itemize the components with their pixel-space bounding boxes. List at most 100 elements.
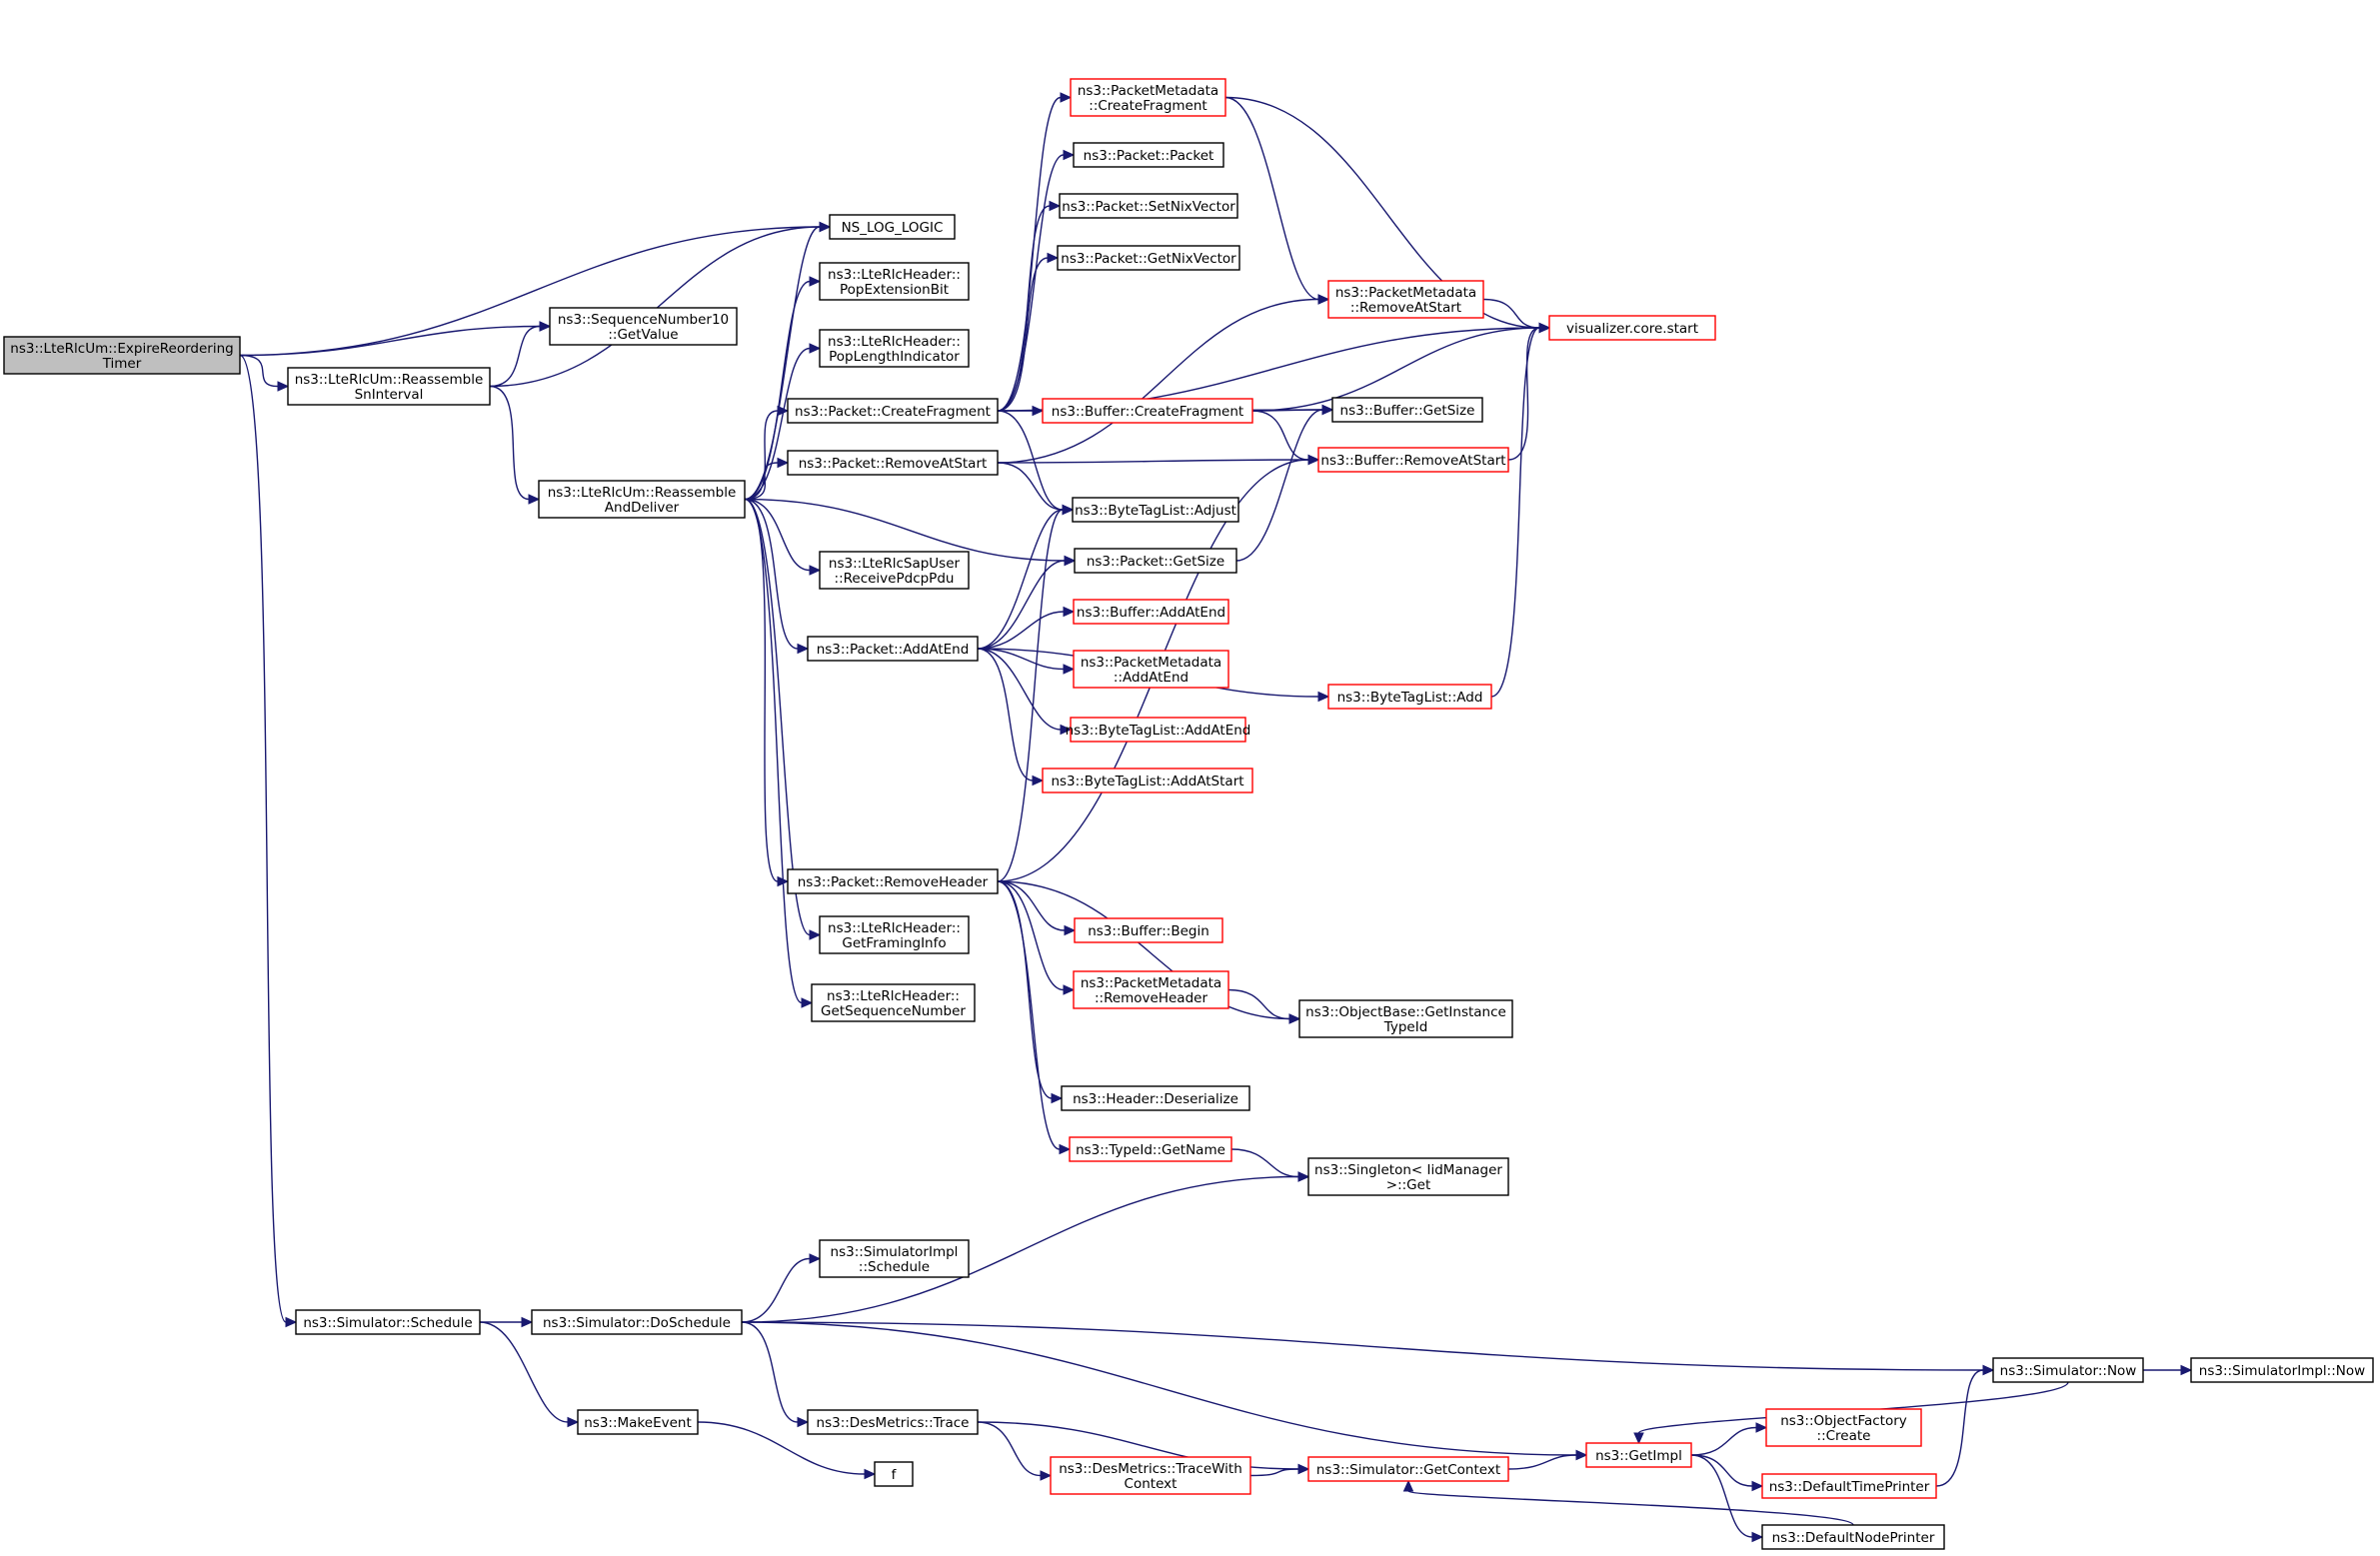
node-default-node-printer[interactable]: ns3::DefaultNodePrinter [1761,1524,1945,1550]
node-buf-get-size[interactable]: ns3::Buffer::GetSize [1331,397,1483,423]
call-edge [997,252,1060,412]
node-f-node[interactable]: f [874,1461,914,1487]
call-edge [1227,988,1301,1024]
call-edge [1690,1454,1764,1492]
call-edge [239,354,290,392]
node-schedule[interactable]: ns3::Simulator::Schedule [295,1309,481,1335]
node-pm-create-frag[interactable]: ns3::PacketMetadata::CreateFragment [1070,78,1226,117]
call-edge [1251,410,1320,466]
node-pkt-set-nix[interactable]: ns3::Packet::SetNixVector [1059,193,1238,219]
node-simimpl-schedule[interactable]: ns3::SimulatorImpl::Schedule [819,1239,970,1278]
node-get-impl[interactable]: ns3::GetImpl [1585,1442,1692,1468]
call-edge [744,498,822,576]
node-label: ns3::Header::Deserialize [1073,1091,1238,1107]
node-header-deserialize[interactable]: ns3::Header::Deserialize [1061,1085,1250,1111]
node-label: ns3::PacketMetadata [1335,285,1476,301]
node-default-time-printer[interactable]: ns3::DefaultTimePrinter [1761,1473,1937,1499]
node-pkt-add-at-end[interactable]: ns3::Packet::AddAtEnd [807,636,979,662]
call-edge [977,648,1073,736]
node-pkt-packet[interactable]: ns3::Packet::Packet [1073,142,1224,168]
node-sim-now[interactable]: ns3::Simulator::Now [1992,1357,2144,1383]
node-btl-add-at-end[interactable]: ns3::ByteTagList::AddAtEnd [1066,717,1251,743]
node-label: ::RemoveAtStart [1350,300,1461,316]
node-label: ::RemoveHeader [1095,990,1207,1006]
node-buf-remove-at-start[interactable]: ns3::Buffer::RemoveAtStart [1317,447,1509,473]
node-buf-add-at-end[interactable]: ns3::Buffer::AddAtEnd [1073,599,1229,625]
call-edge [997,294,1330,464]
node-do-schedule[interactable]: ns3::Simulator::DoSchedule [531,1309,743,1335]
node-btl-adjust[interactable]: ns3::ByteTagList::Adjust [1072,497,1239,523]
call-edge [744,405,790,501]
call-edge [744,498,822,940]
node-label: TypeId [1383,1019,1428,1035]
node-ns-log-logic[interactable]: NS_LOG_LOGIC [829,214,956,240]
node-label: ns3::LteRlcUm::Reassemble [548,485,737,501]
call-edge [744,221,832,501]
node-of-create[interactable]: ns3::ObjectFactory::Create [1765,1408,1922,1447]
node-label: ns3::ObjectFactory [1780,1413,1907,1429]
node-singleton-get[interactable]: ns3::Singleton< IidManager>::Get [1307,1157,1509,1196]
node-label: ns3::TypeId::GetName [1076,1142,1225,1158]
node-pop-len-ind[interactable]: ns3::LteRlcHeader::PopLengthIndicator [819,329,970,368]
call-edge [741,1321,1995,1376]
node-typeid-getname[interactable]: ns3::TypeId::GetName [1069,1136,1232,1162]
node-label: ns3::ByteTagList::Adjust [1075,503,1236,519]
node-label: PopExtensionBit [840,282,949,298]
node-pkt-create-frag[interactable]: ns3::Packet::CreateFragment [787,398,999,424]
call-edge [977,1421,1053,1481]
node-label: ns3::PacketMetadata [1081,655,1221,671]
node-seq-getvalue[interactable]: ns3::SequenceNumber10::GetValue [549,307,738,346]
call-edge [239,221,832,357]
node-label: f [892,1467,898,1483]
node-label: ns3::Packet::GetSize [1087,554,1224,570]
call-edge [744,498,814,1008]
node-label: visualizer.core.start [1566,321,1698,337]
node-pop-ext-bit[interactable]: ns3::LteRlcHeader::PopExtensionBit [819,262,970,301]
node-label: NS_LOG_LOGIC [842,220,944,236]
node-simimpl-now[interactable]: ns3::SimulatorImpl::Now [2190,1357,2374,1383]
node-label: ::ReceivePdcpPdu [835,571,955,587]
node-buf-create-frag[interactable]: ns3::Buffer::CreateFragment [1042,398,1253,424]
node-label: ns3::Packet::RemoveHeader [798,874,989,890]
node-pkt-remove-at-start[interactable]: ns3::Packet::RemoveAtStart [787,450,999,476]
node-viz-start[interactable]: visualizer.core.start [1548,315,1716,341]
call-edge [1690,1454,1764,1543]
call-edge [744,457,790,501]
call-edge [977,606,1076,650]
node-pm-remove-header[interactable]: ns3::PacketMetadata::RemoveHeader [1073,970,1229,1009]
node-get-framing-info[interactable]: ns3::LteRlcHeader::GetFramingInfo [819,915,970,954]
call-edge [744,276,822,501]
node-pkt-get-size[interactable]: ns3::Packet::GetSize [1074,548,1237,574]
node-btl-add-at-start[interactable]: ns3::ByteTagList::AddAtStart [1042,768,1253,793]
node-make-event[interactable]: ns3::MakeEvent [577,1409,699,1435]
node-pkt-remove-header[interactable]: ns3::Packet::RemoveHeader [787,868,999,894]
node-get-seq-number[interactable]: ns3::LteRlcHeader::GetSequenceNumber [811,983,976,1022]
node-des-trace[interactable]: ns3::DesMetrics::Trace [807,1409,979,1435]
node-pkt-get-nix[interactable]: ns3::Packet::GetNixVector [1057,245,1240,271]
node-btl-add[interactable]: ns3::ByteTagList::Add [1327,684,1492,710]
call-edge [2142,1364,2193,1376]
node-label: ns3::ByteTagList::AddAtEnd [1066,723,1251,739]
call-edge [741,1171,1310,1323]
node-label: ns3::Simulator::Schedule [303,1315,472,1331]
node-label: ns3::Simulator::GetContext [1316,1462,1500,1478]
node-label: ns3::Buffer::AddAtEnd [1077,605,1225,621]
node-buf-begin[interactable]: ns3::Buffer::Begin [1074,917,1223,943]
node-receive-pdcp[interactable]: ns3::LteRlcSapUser::ReceivePdcpPdu [819,551,970,590]
call-edges [239,92,2193,1543]
node-label: ns3::Buffer::CreateFragment [1052,404,1243,420]
node-sim-get-context[interactable]: ns3::Simulator::GetContext [1307,1456,1509,1482]
call-edge [744,343,822,501]
node-pm-remove-at-start[interactable]: ns3::PacketMetadata::RemoveAtStart [1327,280,1484,319]
call-edge [997,880,1072,1155]
call-edge [1507,322,1551,461]
call-edge [697,1421,877,1480]
node-label: ::Create [1817,1428,1871,1444]
node-pm-add-at-end[interactable]: ns3::PacketMetadata::AddAtEnd [1073,650,1229,689]
node-label: ns3::PacketMetadata [1081,975,1221,991]
